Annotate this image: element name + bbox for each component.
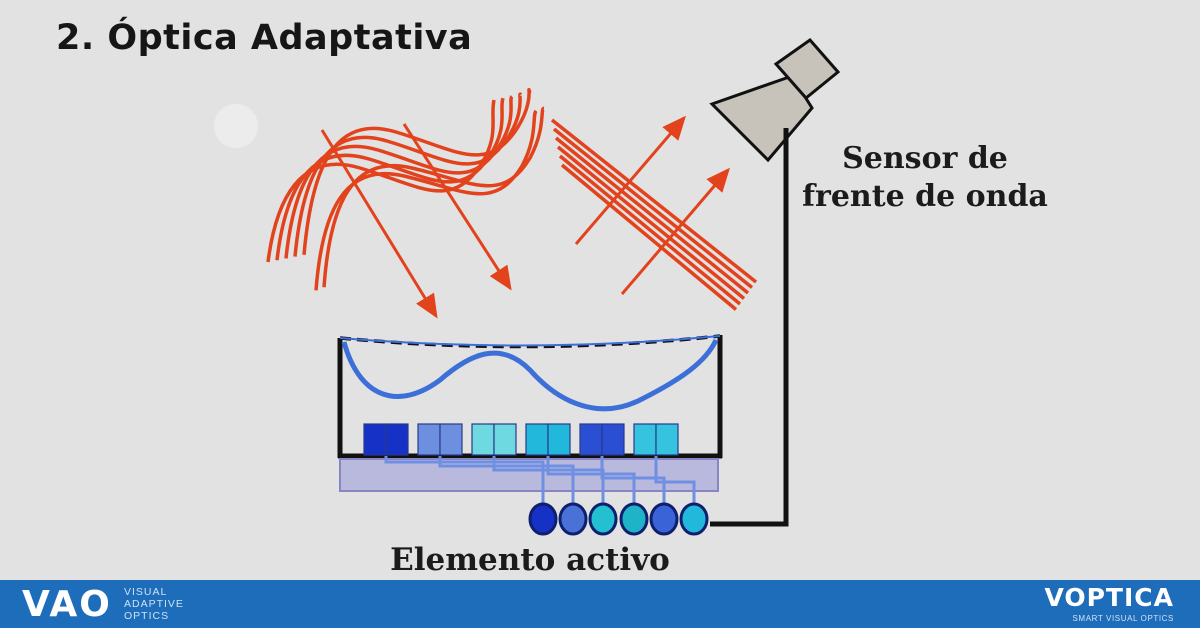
sensor-circle [649, 502, 679, 536]
actuator-cell [655, 423, 679, 456]
actuator-cell [601, 423, 625, 456]
actuator-wire [600, 456, 666, 504]
sensor-label-line2: frente de onda [802, 179, 1048, 214]
vao-tagline-line: ADAPTIVE [124, 598, 184, 610]
active-element-label: Elemento activo [390, 542, 670, 578]
distorted-wave-line [266, 99, 496, 263]
corrected-wave-line [554, 136, 750, 295]
actuator-wire [546, 456, 636, 504]
base-plate [339, 458, 719, 492]
corrected-wave-line [558, 154, 742, 306]
footer-bar: VAO VISUAL ADAPTIVE OPTICS VOPTICA SMART… [0, 580, 1200, 628]
outgoing-ray-top [574, 115, 686, 245]
vao-tagline-line: OPTICS [124, 610, 170, 622]
distorted-wave-line [275, 97, 505, 261]
distorted-wavefront [266, 87, 546, 291]
actuator-cell [385, 423, 409, 456]
vao-tagline: VISUAL ADAPTIVE OPTICS [124, 586, 184, 622]
incoming-ray-right [402, 123, 512, 291]
actuator-cell [547, 423, 571, 456]
active-element-sensors [528, 502, 709, 536]
actuator-wire [384, 456, 545, 504]
actuator-cell [633, 423, 657, 456]
actuator-cell [525, 423, 549, 456]
sensor-circle [619, 502, 649, 536]
voptica-tagline: SMART VISUAL OPTICS [1072, 614, 1174, 623]
corrected-wavefront [550, 118, 758, 311]
distorted-wave-line [284, 95, 514, 259]
deformable-mirror [337, 334, 723, 459]
actuator-cell [493, 423, 517, 456]
vao-logo: VAO [22, 584, 112, 625]
actuator-wire [438, 456, 575, 504]
actuator-wiring [384, 456, 696, 504]
slide-title: 2. Óptica Adaptativa [56, 18, 473, 58]
actuator-wire [654, 456, 696, 504]
sensor-label-line1: Sensor de [842, 141, 1008, 176]
corrected-wave-line [552, 127, 754, 289]
vao-tagline-line: VISUAL [124, 586, 168, 598]
actuator-cell [579, 423, 603, 456]
corrected-wave-line [560, 163, 738, 311]
outgoing-ray-bottom [620, 167, 730, 295]
actuator-cell [439, 423, 463, 456]
actuator-cell [363, 423, 387, 456]
mirror-deformation-curve [341, 338, 719, 412]
distorted-wave-line [302, 87, 532, 255]
wavefront-sensor-icon [709, 37, 841, 163]
wavefront-sensor-label: Sensor de frente de onda [790, 140, 1060, 216]
actuator-array [363, 423, 679, 456]
feedback-cable [710, 128, 789, 527]
sensor-circle [679, 502, 709, 536]
sensor-circle [528, 502, 558, 536]
incoming-ray-left [320, 129, 438, 319]
adaptive-optics-diagram [214, 37, 841, 536]
actuator-cell [417, 423, 441, 456]
highlight-spot [214, 104, 258, 148]
corrected-wave-line [556, 145, 746, 300]
sensor-circle [558, 502, 588, 536]
voptica-logo: VOPTICA [1044, 583, 1174, 612]
sensor-circle [588, 502, 618, 536]
actuator-cell [471, 423, 495, 456]
corrected-wave-line [550, 118, 758, 284]
distorted-wave-line [322, 106, 546, 288]
